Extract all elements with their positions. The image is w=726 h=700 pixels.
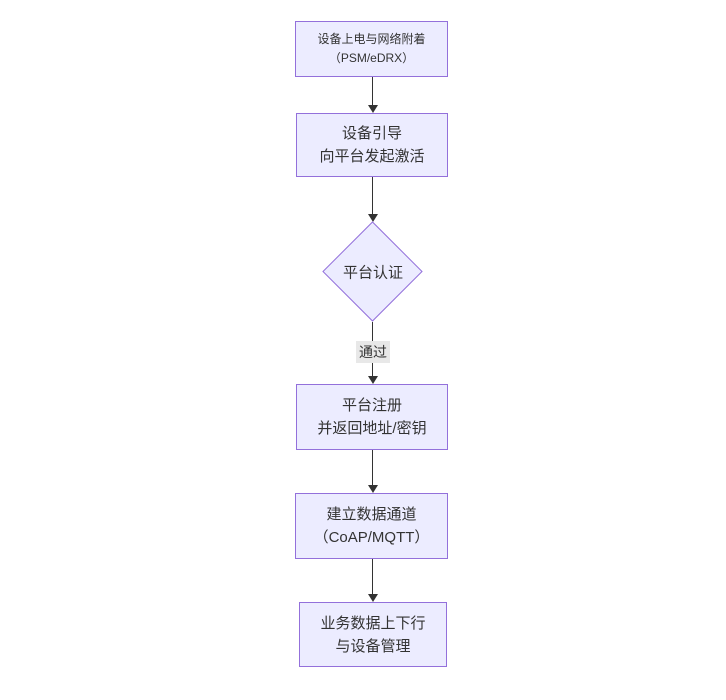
edge-label-pass: 通过 — [356, 341, 390, 363]
arrowhead-icon — [368, 594, 378, 602]
node-business-line2: 与设备管理 — [335, 637, 411, 655]
arrow-line-2 — [372, 177, 373, 215]
node-bootstrap: 设备引导 向平台发起激活 — [296, 113, 448, 177]
node-data-channel-line2: （CoAP/MQTT） — [313, 529, 430, 546]
node-register-line2: 并返回地址/密钥 — [317, 420, 427, 437]
arrowhead-icon — [368, 376, 378, 384]
arrowhead-icon — [368, 485, 378, 493]
arrow-line-4 — [372, 450, 373, 486]
node-power-attach: 设备上电与网络附着 （PSM/eDRX） — [295, 21, 448, 77]
node-register: 平台注册 并返回地址/密钥 — [296, 384, 448, 450]
arrow-line-5 — [372, 559, 373, 595]
node-data-channel-line1: 建立数据通道 — [326, 506, 417, 523]
arrowhead-icon — [368, 105, 378, 113]
node-business: 业务数据上下行 与设备管理 — [299, 602, 447, 667]
decision-platform-auth-label: 平台认证 — [342, 264, 404, 282]
node-power-attach-line2: （PSM/eDRX） — [328, 51, 415, 65]
node-data-channel: 建立数据通道 （CoAP/MQTT） — [295, 493, 448, 559]
node-bootstrap-line1: 设备引导 — [341, 125, 402, 142]
arrow-line-1 — [372, 77, 373, 106]
arrowhead-icon — [368, 214, 378, 222]
node-register-line1: 平台注册 — [341, 397, 402, 414]
node-business-line1: 业务数据上下行 — [320, 614, 426, 632]
node-bootstrap-line2: 向平台发起激活 — [319, 148, 425, 165]
node-power-attach-line1: 设备上电与网络附着 — [317, 32, 426, 46]
